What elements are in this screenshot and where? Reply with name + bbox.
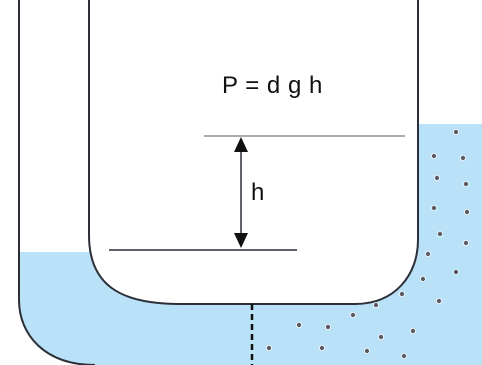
outer-vessel-left-wall (18, 0, 96, 365)
particles (265, 128, 470, 359)
arrow-head-up (234, 137, 248, 152)
inner-vessel-outline (88, 0, 419, 305)
height-arrow (234, 137, 248, 248)
arrow-head-down (234, 233, 248, 248)
height-label: h (251, 179, 265, 206)
water-region (19, 124, 482, 365)
pressure-formula: P = d g h (222, 72, 323, 99)
